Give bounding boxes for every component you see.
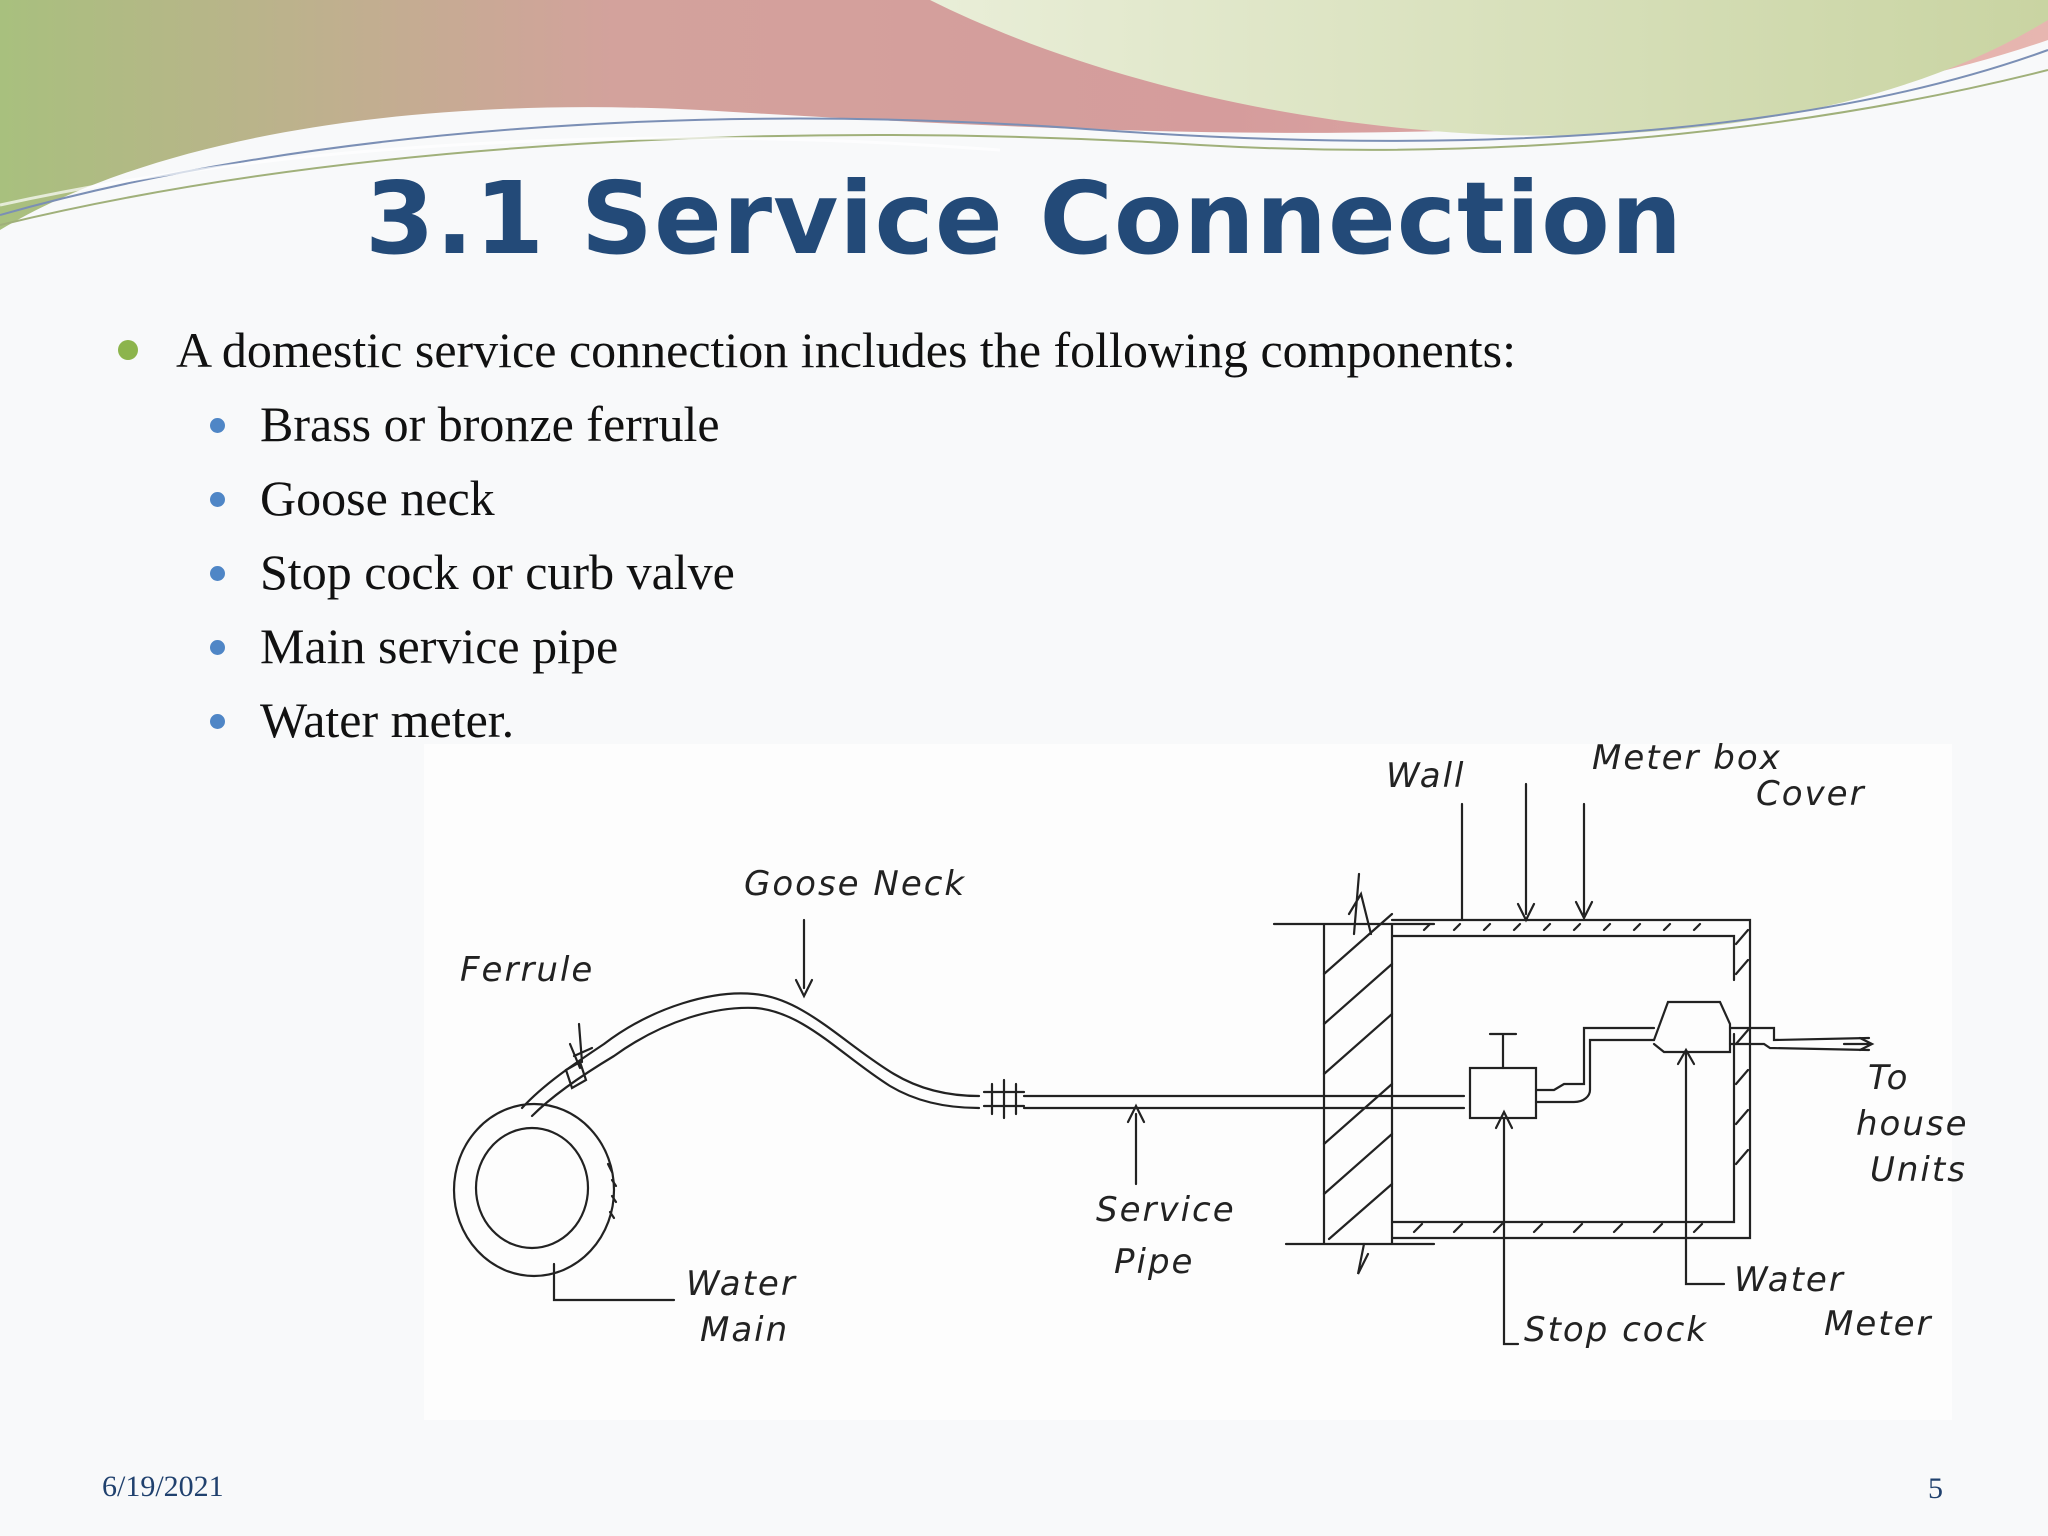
pipe-coupling [982,1078,1026,1120]
slide-date: 6/19/2021 [102,1470,224,1503]
label-house: house [1856,1104,1969,1144]
label-units: Units [1870,1150,1967,1190]
water-meter [1652,1000,1732,1054]
label-water-meter-1: Water [1734,1260,1845,1300]
label-water-main-2: Main [700,1310,790,1350]
label-meter-box: Meter box [1592,738,1782,778]
label-stop-cock: Stop cock [1524,1310,1708,1350]
bullet-dot [210,492,225,507]
list-item: Water meter. [260,692,515,748]
bullet-dot [118,340,138,360]
goose-neck [520,992,981,1110]
label-service: Service [1096,1190,1236,1230]
water-main-outer [452,1102,616,1278]
list-item: Brass or bronze ferrule [260,396,720,452]
label-goose-neck: Goose Neck [744,864,967,904]
bullet-dot [210,418,225,433]
label-water-meter-2: Meter [1824,1304,1933,1344]
list-item: Main service pipe [260,618,619,674]
slide-number: 5 [1928,1472,1943,1505]
label-water-main-1: Water [686,1264,797,1304]
meter-box [1390,918,1752,1240]
diagram-drawing [424,744,1952,1420]
label-cover: Cover [1756,774,1866,814]
list-item: Stop cock or curb valve [260,544,735,600]
bullet-dot [210,640,225,655]
slide-title: 3.1 Service Connection [364,160,1684,277]
label-ferrule: Ferrule [460,950,595,990]
service-connection-diagram: Ferrule Goose Neck Wall Meter box Cover … [424,738,1967,1420]
label-wall: Wall [1386,756,1466,796]
intro-text: A domestic service connection includes t… [176,322,1516,378]
list-item: Goose neck [260,470,495,526]
bullet-dot [210,566,225,581]
top-banner [0,0,2048,230]
service-pipe [1022,1094,1466,1110]
bullet-dot [210,714,225,729]
bullet-list: A domestic service connection includes t… [0,0,2048,760]
label-to: To [1868,1058,1910,1098]
label-pipe: Pipe [1114,1242,1195,1282]
water-main-inner [474,1126,590,1250]
